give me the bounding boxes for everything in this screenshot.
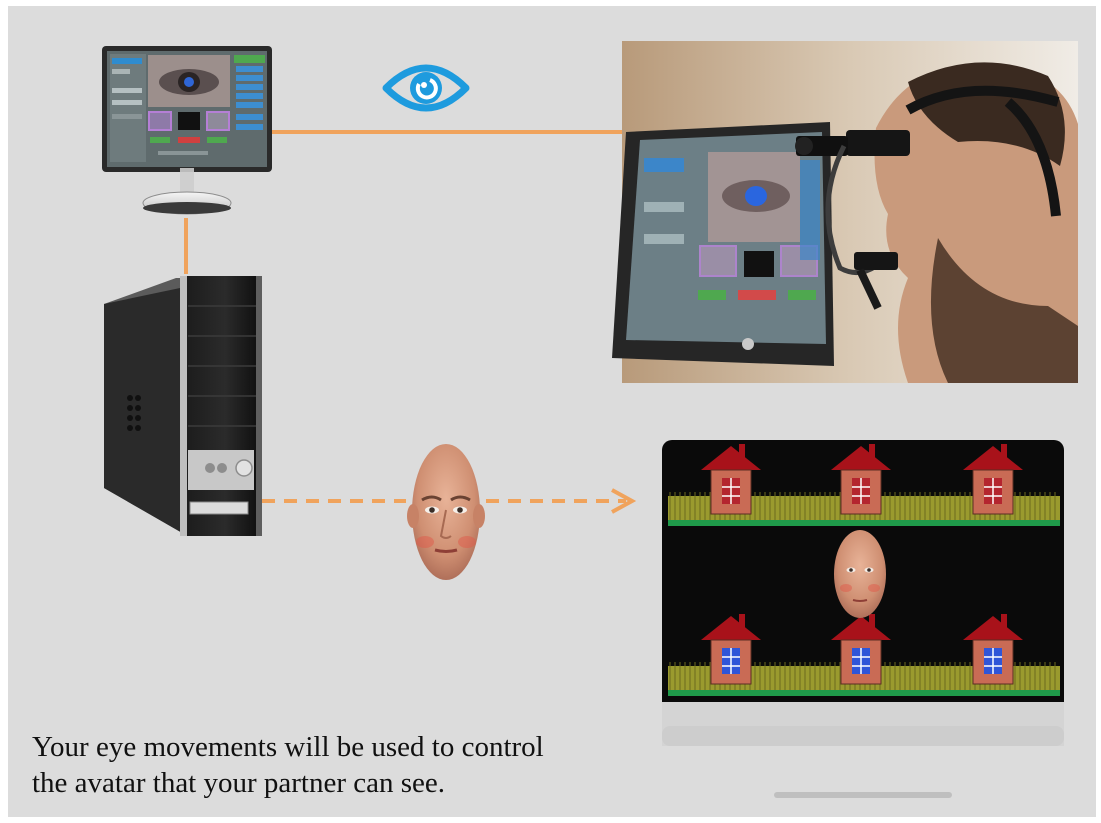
caption-line-2: the avatar that your partner can see.: [32, 767, 446, 799]
caption-line-1: Your eye movements will be used to contr…: [32, 731, 544, 763]
partner-avatar-icon: [834, 530, 886, 618]
eye-icon: [382, 64, 470, 112]
caption-text: Your eye movements will be used to contr…: [32, 729, 544, 801]
house-top-2: [831, 444, 891, 515]
arrowhead-icon: [611, 488, 637, 514]
partner-screen-scene: [668, 444, 1060, 696]
eye-tracker-photo: [612, 41, 1078, 383]
computer-tower-icon: [104, 276, 262, 536]
house-bottom-3: [963, 614, 1023, 685]
house-bottom-2: [831, 614, 891, 685]
tracker-monitor-icon: [102, 46, 272, 215]
diagram-canvas: [102, 41, 1078, 798]
diagram-stage: Your eye movements will be used to contr…: [8, 6, 1096, 817]
house-top-1: [701, 444, 761, 515]
house-top-3: [963, 444, 1023, 515]
house-bottom-1: [701, 614, 761, 685]
avatar-head-icon: [407, 444, 485, 580]
